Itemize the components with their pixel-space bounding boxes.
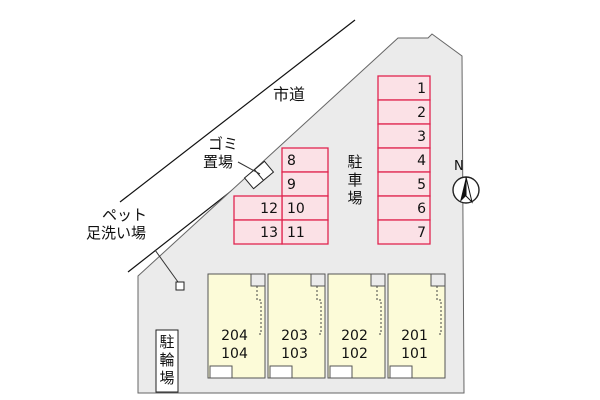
parking-label: 駐 車 場 xyxy=(346,153,364,207)
pet-label-line2: 足洗い場 xyxy=(86,224,147,242)
garbage-pointer-line xyxy=(237,161,261,175)
pet-pointer-line xyxy=(154,249,179,283)
parking-space-6-label: 6 xyxy=(417,201,426,217)
parking-space-8: 8 xyxy=(281,147,329,173)
north-label: N xyxy=(454,159,464,174)
parking-space-3-label: 3 xyxy=(417,129,426,145)
parking-space-10-label: 10 xyxy=(287,201,305,217)
parking-space-8-label: 8 xyxy=(287,153,296,169)
parking-space-11: 11 xyxy=(281,219,329,245)
parking-middle-group: 8 9 10 11 xyxy=(281,147,329,245)
parking-space-13-label: 13 xyxy=(260,225,278,241)
parking-space-6: 6 xyxy=(377,195,431,221)
parking-label-char-1: 駐 xyxy=(347,153,363,171)
garbage-label-line2: 置場 xyxy=(203,153,234,171)
parking-space-4: 4 xyxy=(377,147,431,173)
parking-space-9: 9 xyxy=(281,171,329,197)
unit-upper-number: 202 xyxy=(341,328,368,344)
parking-space-7-label: 7 xyxy=(417,225,426,241)
parking-space-7: 7 xyxy=(377,219,431,245)
parking-space-5: 5 xyxy=(377,171,431,197)
parking-space-13: 13 xyxy=(233,219,283,245)
bicycle-label-char-2: 輪 xyxy=(159,351,175,369)
parking-space-12: 12 xyxy=(233,195,283,221)
garbage-label-line1: ゴミ xyxy=(208,135,239,153)
unit-upper-number: 203 xyxy=(281,328,308,344)
parking-right-group: 1 2 3 4 5 6 7 xyxy=(377,75,431,245)
parking-space-9-label: 9 xyxy=(287,177,296,193)
bicycle-parking-label: 駐 輪 場 xyxy=(158,333,176,387)
parking-space-4-label: 4 xyxy=(417,153,426,169)
parking-label-char-2: 車 xyxy=(347,171,363,189)
parking-space-2-label: 2 xyxy=(417,105,426,121)
parking-space-1-label: 1 xyxy=(417,81,426,97)
bicycle-label-char-3: 場 xyxy=(159,369,175,387)
unit-upper-number: 201 xyxy=(401,328,428,344)
road-line-upper xyxy=(119,19,356,203)
parking-space-12-label: 12 xyxy=(260,201,278,217)
parking-space-3: 3 xyxy=(377,123,431,149)
parking-space-2: 2 xyxy=(377,99,431,125)
unit-lower-number: 102 xyxy=(341,346,368,362)
parking-space-5-label: 5 xyxy=(417,177,426,193)
parking-space-10: 10 xyxy=(281,195,329,221)
unit-lower-number: 104 xyxy=(221,346,248,362)
parking-space-1: 1 xyxy=(377,75,431,101)
parking-left-group: 12 13 xyxy=(233,195,283,245)
parking-space-11-label: 11 xyxy=(287,225,305,241)
unit-upper-number: 204 xyxy=(221,328,248,344)
pet-wash-marker xyxy=(175,281,185,291)
road-label: 市道 xyxy=(273,85,306,104)
compass-icon xyxy=(452,176,480,204)
unit-lower-number: 101 xyxy=(401,346,428,362)
pet-label-line1: ペット xyxy=(102,206,148,224)
bicycle-parking-box xyxy=(155,329,179,393)
parking-label-char-3: 場 xyxy=(347,189,363,207)
bicycle-label-char-1: 駐 xyxy=(159,333,175,351)
unit-lower-number: 103 xyxy=(281,346,308,362)
